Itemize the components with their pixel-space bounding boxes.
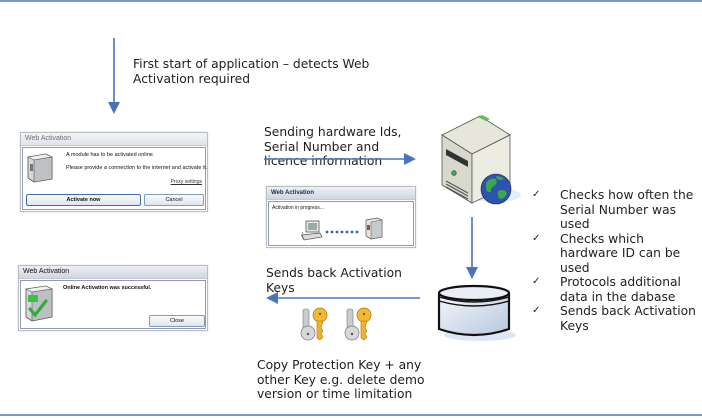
activation-success-dialog: Web Activation Online Activation was suc… — [18, 265, 208, 331]
check-icon: ✓ — [532, 305, 541, 316]
activation-progress-dialog: Web Activation Activation in progress... — [266, 186, 416, 248]
bottom-rule — [0, 414, 702, 416]
top-rule — [0, 0, 702, 2]
activation-required-dialog: Web Activation A module has to be activa… — [20, 132, 208, 212]
dialog-title: Web Activation — [19, 266, 207, 279]
progress-status: Activation in progress... — [272, 205, 324, 211]
sending-label: Sending hardware Ids, Serial Number and … — [264, 125, 402, 168]
checklist-item: ✓ Protocols additional data in the dabas… — [532, 275, 681, 304]
arrow-down-start — [108, 38, 120, 114]
server-checklist: ✓ Checks how often the Serial Number was… — [532, 188, 702, 333]
computer-icon — [301, 220, 323, 241]
key-pair-icon — [344, 307, 372, 341]
cancel-button[interactable]: Cancel — [144, 194, 204, 206]
dialog-title: Web Activation — [267, 187, 415, 200]
proxy-settings-link[interactable]: Proxy settings — [170, 179, 202, 185]
module-box-icon — [27, 153, 53, 183]
server-with-globe-icon — [441, 115, 521, 205]
key-pair-icon — [300, 307, 328, 341]
first-start-label: First start of application – detects Web… — [133, 57, 370, 86]
module-success-icon — [25, 285, 53, 322]
keys-note: Copy Protection Key + any other Key e.g.… — [257, 358, 425, 401]
checklist-item: ✓ Checks how often the Serial Number was… — [532, 188, 694, 231]
arrow-left-return — [266, 292, 420, 304]
activate-now-button[interactable]: Activate now — [26, 194, 141, 206]
sends-back-label: Sends back Activation Keys — [266, 266, 402, 295]
check-icon: ✓ — [532, 189, 541, 200]
arrow-right-send — [264, 153, 416, 165]
check-icon: ✓ — [532, 276, 541, 287]
dialog-title: Web Activation — [21, 133, 207, 146]
dialog-line-2: Please provide a connection to the inter… — [66, 165, 208, 171]
check-icon: ✓ — [532, 232, 541, 244]
module-box-icon — [365, 217, 383, 240]
close-button[interactable]: Close — [149, 315, 205, 327]
dialog-line-1: A module has to be activated online. — [66, 152, 155, 158]
arrow-down-db — [466, 217, 478, 279]
connection-dots — [325, 230, 359, 234]
database-icon — [437, 284, 516, 341]
success-message: Online Activation was successful. — [63, 285, 152, 291]
checklist-item: ✓ Sends back Activation Keys — [532, 304, 696, 333]
checklist-item: ✓ Checks which hardware ID can be used — [532, 231, 681, 275]
